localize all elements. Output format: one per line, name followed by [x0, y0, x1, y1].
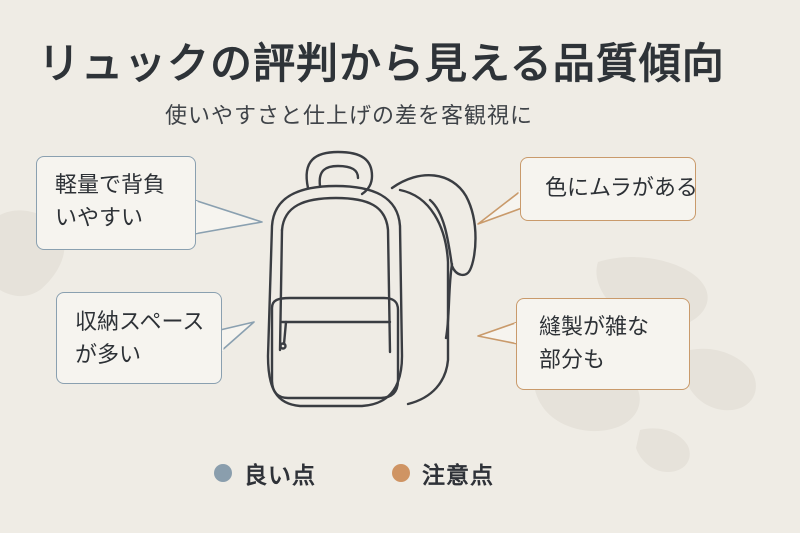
legend-good: 良い点	[214, 456, 316, 490]
legend-caution-label: 注意点	[422, 463, 494, 489]
page-subtitle: 使いやすさと仕上げの差を客観視に	[165, 104, 534, 129]
bubble-line: 色にムラがある	[545, 176, 698, 201]
page-title: リュックの評判から見える品質傾向	[38, 39, 725, 88]
backpack-front-pocket	[270, 296, 400, 400]
bubble-line: が多い	[75, 343, 142, 368]
bubble-line: 収納スペース	[75, 310, 205, 335]
backpack-body	[266, 184, 404, 408]
backpack-strap	[390, 174, 477, 277]
legend-caution: 注意点	[392, 456, 494, 490]
legend-good-label: 良い点	[244, 463, 316, 489]
bubble-line: 部分も	[539, 348, 606, 373]
backpack-handle	[305, 150, 374, 196]
bubble-lightweight: 軽量で背負 いやすい	[36, 156, 196, 250]
bubble-storage: 収納スペース が多い	[56, 292, 222, 384]
bubble-line: 縫製が雑な	[539, 315, 650, 340]
bubble-sewing: 縫製が雑な 部分も	[516, 298, 690, 390]
legend-caution-dot	[392, 464, 410, 482]
bubble-line: いやすい	[55, 206, 144, 231]
legend-good-dot	[214, 464, 232, 482]
bubble-line: 軽量で背負	[55, 173, 166, 198]
bubble-color-unevenness: 色にムラがある	[520, 157, 698, 221]
